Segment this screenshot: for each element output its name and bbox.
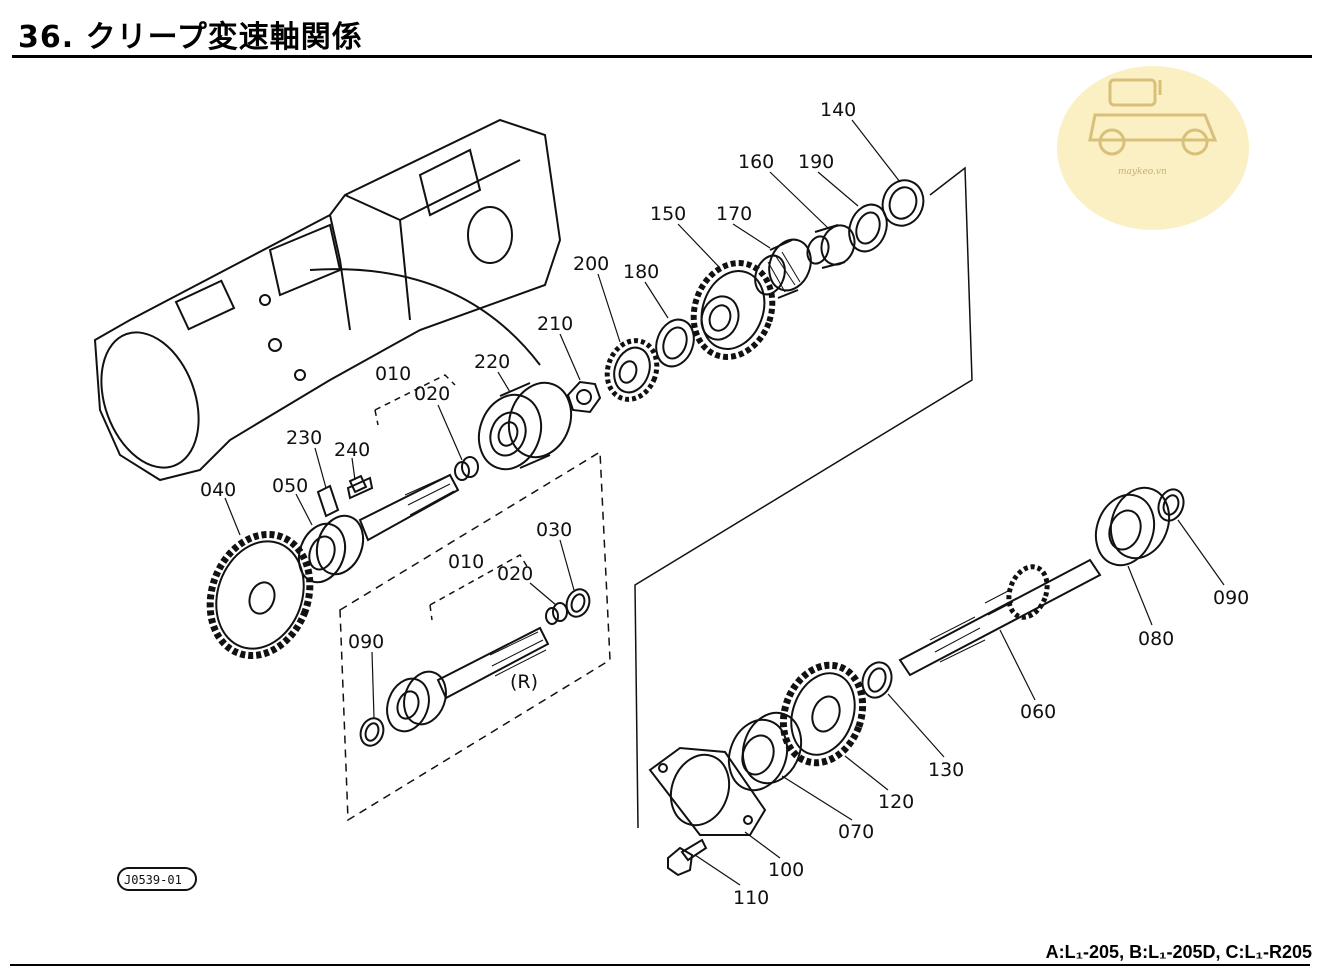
assembly-outline — [634, 166, 973, 829]
part-230-plate — [316, 484, 340, 518]
part-label-130: 130 — [928, 759, 964, 781]
part-label-020-b: 020 — [497, 563, 533, 585]
part-label-110: 110 — [733, 887, 769, 909]
part-070-bearing — [727, 711, 803, 792]
part-060-shaft — [898, 558, 1102, 677]
part-label-030: 030 — [536, 519, 572, 541]
watermark-logo — [1057, 66, 1249, 230]
part-label-040: 040 — [200, 479, 236, 501]
part-150-gear — [690, 260, 776, 360]
page-title: 36. クリープ変速軸関係 — [18, 20, 363, 55]
part-240-bolt — [346, 474, 374, 500]
part-label-140: 140 — [820, 99, 856, 121]
part-label-010-b: 010 — [448, 551, 484, 573]
part-label-220: 220 — [474, 351, 510, 373]
part-label-010-a: 010 — [375, 363, 411, 385]
part-090-snap-ring-b — [1157, 488, 1185, 522]
part-label-240: 240 — [334, 439, 370, 461]
part-180-washer — [655, 318, 695, 368]
part-040-gear — [206, 530, 314, 660]
variant-box — [339, 450, 611, 822]
drawing-code: J0539-01 — [124, 873, 182, 887]
drawing-code-badge: J0539-01 — [117, 867, 197, 891]
part-label-150: 150 — [650, 203, 686, 225]
part-label-090-b: 090 — [1213, 587, 1249, 609]
part-010-shaft-a — [358, 473, 460, 542]
part-label-070: 070 — [838, 821, 874, 843]
part-120-gear — [779, 661, 867, 767]
part-130-snap-ring — [861, 661, 893, 699]
part-140-snap-ring — [881, 179, 925, 227]
part-050-bearing-variant — [386, 670, 447, 733]
part-label-210: 210 — [537, 313, 573, 335]
part-label-090-a: 090 — [348, 631, 384, 653]
part-label-180: 180 — [623, 261, 659, 283]
part-label-050: 050 — [272, 475, 308, 497]
part-200-gear — [604, 338, 660, 402]
part-190-washer — [848, 203, 888, 253]
part-label-120: 120 — [878, 791, 914, 813]
part-020-bushing-a — [454, 456, 479, 481]
applicable-models: A:L₁-205, B:L₁-205D, C:L₁-R205 — [1045, 942, 1312, 962]
part-label-170: 170 — [716, 203, 752, 225]
part-080-bearing — [1094, 486, 1171, 567]
bottom-rule — [10, 964, 1310, 966]
part-label-080: 080 — [1138, 628, 1174, 650]
part-170-bearing — [754, 238, 812, 299]
variant-note: (R) — [510, 671, 538, 693]
part-label-020-a: 020 — [414, 383, 450, 405]
leader-line — [309, 268, 541, 366]
part-100-cover — [648, 746, 767, 836]
part-label-200: 200 — [573, 253, 609, 275]
bracket-lines — [374, 374, 529, 621]
part-110-bolt — [667, 838, 708, 877]
part-010-shaft-b — [436, 626, 550, 700]
title-underline — [12, 55, 1312, 58]
watermark-text: maykeo.vn — [1118, 167, 1167, 177]
part-220-bearing — [477, 381, 573, 471]
part-label-100: 100 — [768, 859, 804, 881]
part-label-230: 230 — [286, 427, 322, 449]
part-020-bushing-b — [545, 602, 568, 625]
leader-lines — [224, 119, 1225, 886]
part-090-snap-ring-a — [359, 717, 385, 747]
part-160-collar — [806, 224, 856, 269]
tractor-icon — [1088, 78, 1218, 156]
part-label-160: 160 — [738, 151, 774, 173]
part-label-190: 190 — [798, 151, 834, 173]
part-030-snap-ring — [565, 588, 591, 618]
part-label-060: 060 — [1020, 701, 1056, 723]
part-210-nut — [566, 380, 602, 414]
